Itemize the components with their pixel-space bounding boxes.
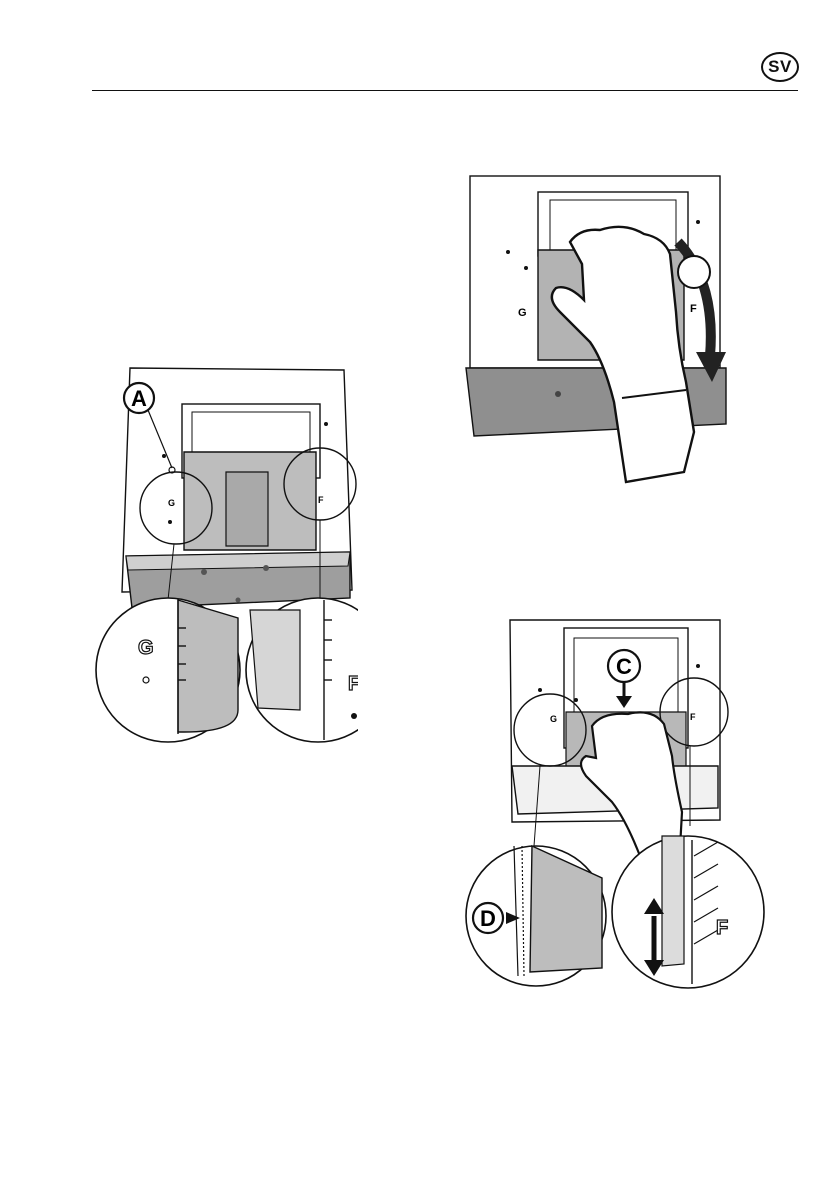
figure-top-right: G F (464, 172, 734, 492)
figure-top-right-drawing: G F (464, 172, 734, 492)
language-badge: SV (761, 52, 799, 82)
figure-bottom-right-drawing: G F C D (462, 616, 782, 996)
marker-f: F (318, 495, 324, 505)
zoom-marker-g: G (138, 637, 154, 659)
zoom-marker-f: F (348, 673, 358, 695)
marker-f: F (690, 712, 696, 722)
figure-left: A G F G F (88, 360, 358, 750)
marker-g: G (518, 307, 527, 319)
language-code: SV (768, 57, 792, 77)
zoom-marker-f: F (716, 917, 728, 939)
marker-g: G (168, 498, 175, 508)
callout-d-label: D (480, 906, 496, 931)
marker-g: G (550, 714, 557, 724)
marker-f: F (690, 303, 697, 315)
callout-a-label: A (131, 386, 147, 411)
header-rule (92, 90, 798, 91)
callout-c-label: C (616, 654, 632, 679)
figure-bottom-right: G F C D (462, 616, 782, 996)
figure-left-drawing: A G F G F (88, 360, 358, 750)
